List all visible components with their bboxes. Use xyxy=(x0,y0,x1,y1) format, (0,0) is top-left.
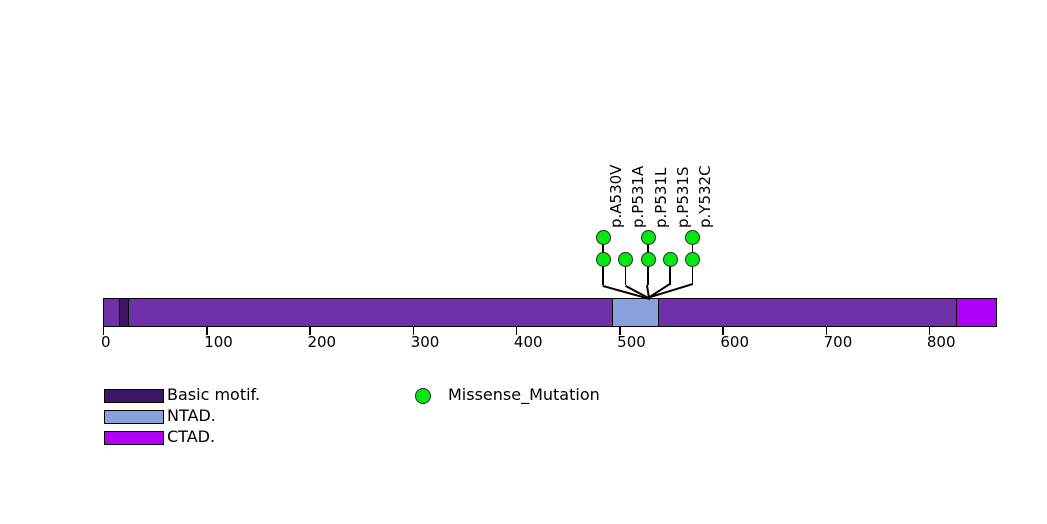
legend-marker xyxy=(415,388,431,404)
axis-tick-label: 100 xyxy=(204,333,233,351)
protein-domain xyxy=(119,299,129,326)
axis-tick xyxy=(206,327,208,335)
protein-domain xyxy=(955,299,996,326)
legend-label: NTAD. xyxy=(167,406,216,425)
axis-tick-label: 0 xyxy=(101,333,111,351)
mutation-label: p.P531L xyxy=(651,167,670,228)
mutation-label: p.P531A xyxy=(629,165,647,228)
mutation-label: p.A530V xyxy=(606,164,625,228)
axis-tick xyxy=(412,327,415,335)
legend-label: CTAD. xyxy=(167,427,216,446)
axis-tick xyxy=(515,327,518,335)
lollipop-marker[interactable] xyxy=(595,229,611,245)
lollipop-marker[interactable] xyxy=(640,251,656,267)
mutation-label: p.Y532C xyxy=(696,165,714,228)
axis-tick xyxy=(103,327,105,335)
axis-tick xyxy=(309,327,311,335)
axis-tick xyxy=(722,327,724,335)
lollipop-stem xyxy=(624,259,627,285)
mutation-label: p.P531S xyxy=(673,166,692,229)
lollipop-marker[interactable] xyxy=(685,251,700,267)
lollipop-marker[interactable] xyxy=(595,251,611,267)
legend-label: Basic motif. xyxy=(167,385,261,404)
legend-swatch xyxy=(104,389,164,403)
lollipop-marker[interactable] xyxy=(618,251,633,267)
axis-tick xyxy=(928,327,931,335)
protein-backbone xyxy=(103,298,997,327)
legend-label: Missense_Mutation xyxy=(448,385,600,404)
axis-tick-label: 500 xyxy=(617,333,646,351)
protein-domain xyxy=(611,299,660,326)
lollipop-stem xyxy=(669,259,671,285)
axis-tick-label: 200 xyxy=(307,333,337,351)
legend-swatch xyxy=(104,410,164,424)
lollipop-marker[interactable] xyxy=(640,229,656,245)
axis-tick-label: 800 xyxy=(926,333,956,351)
axis-tick-label: 600 xyxy=(720,333,750,351)
legend-swatch xyxy=(104,431,164,445)
axis-tick-label: 300 xyxy=(410,333,440,351)
lollipop-marker[interactable] xyxy=(662,251,678,267)
axis-tick xyxy=(619,327,621,335)
axis-tick-label: 400 xyxy=(513,333,543,351)
axis-tick xyxy=(825,327,828,335)
axis-tick-label: 700 xyxy=(823,333,853,351)
lollipop-marker[interactable] xyxy=(685,229,700,245)
